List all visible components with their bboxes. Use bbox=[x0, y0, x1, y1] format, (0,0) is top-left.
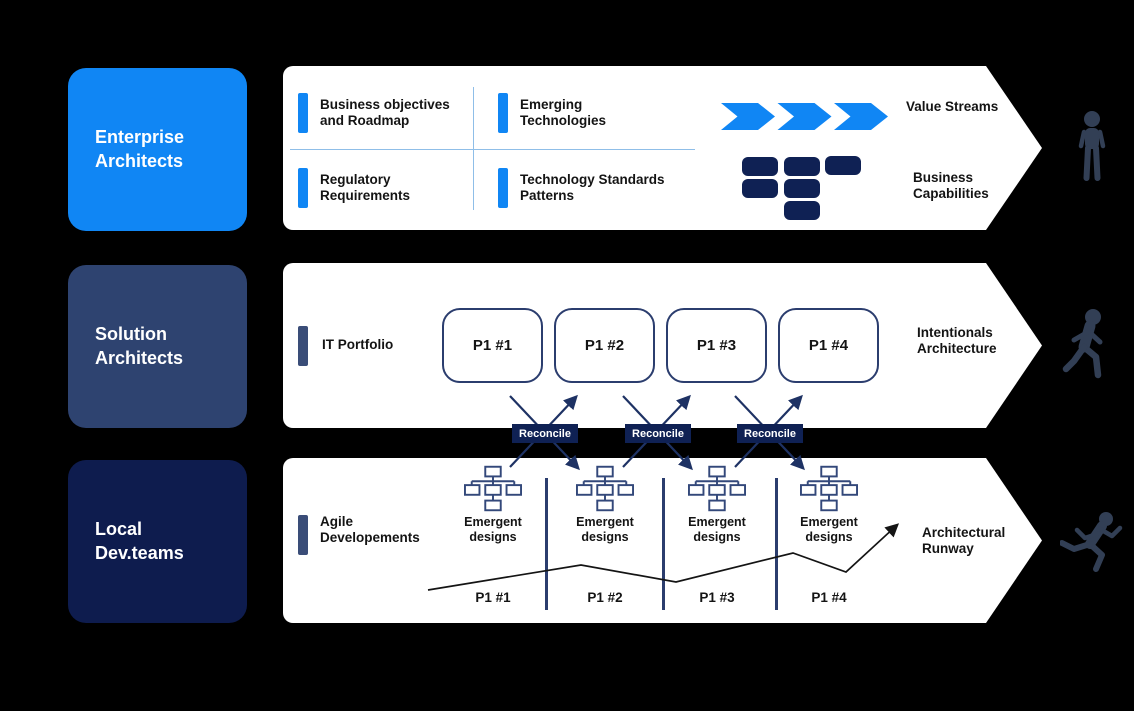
solution-architects-title: Solution Architects bbox=[95, 324, 184, 368]
bullet-bar bbox=[498, 93, 508, 133]
regulatory-requirements-label: Regulatory Requirements bbox=[320, 172, 411, 203]
p1-2-label: P1 #2 bbox=[584, 337, 625, 354]
p1-4-runway-label: P1 #4 bbox=[811, 590, 847, 605]
bullet-bar bbox=[298, 326, 308, 366]
p1-1-box: P1 #1 bbox=[442, 308, 543, 383]
running-person-icon bbox=[1060, 512, 1123, 572]
technology-standards-label: Technology Standards Patterns bbox=[520, 172, 665, 203]
p1-1-label: P1 #1 bbox=[472, 337, 513, 354]
emergent-designs-label: Emergent designs bbox=[800, 515, 858, 544]
reconcile-badge: Reconcile bbox=[625, 424, 691, 443]
p1-1-runway-label: P1 #1 bbox=[475, 590, 511, 605]
business-objectives-label: Business objectives and Roadmap bbox=[320, 97, 450, 128]
value-streams-chevrons-icon bbox=[721, 103, 889, 130]
enterprise-band: Business objectives and Roadmap Emerging… bbox=[283, 66, 1042, 230]
capability-block-icon bbox=[742, 179, 778, 198]
emergent-designs-label: Emergent designs bbox=[576, 515, 634, 544]
capability-block-icon bbox=[825, 156, 861, 175]
quadrant-vertical-divider bbox=[473, 87, 474, 210]
bullet-bar bbox=[298, 515, 308, 555]
local-dev-band: Agile Developements Emergent designs P1 … bbox=[283, 458, 1042, 623]
walking-person-icon bbox=[1062, 309, 1103, 379]
reconcile-label: Reconcile bbox=[519, 427, 571, 440]
p1-2-box: P1 #2 bbox=[554, 308, 655, 383]
enterprise-architects-title: Enterprise Architects bbox=[95, 127, 185, 171]
standing-person-icon bbox=[1078, 111, 1106, 181]
section-divider bbox=[775, 478, 778, 610]
solution-architects-box: Solution Architects bbox=[68, 265, 247, 428]
section-divider bbox=[545, 478, 548, 610]
local-dev-teams-title: Local Dev.teams bbox=[95, 519, 184, 563]
agile-developments-label: Agile Developements bbox=[320, 514, 420, 545]
emergent-designs-label: Emergent designs bbox=[464, 515, 522, 544]
capability-block-icon bbox=[784, 157, 820, 176]
p1-3-box: P1 #3 bbox=[666, 308, 767, 383]
reconcile-label: Reconcile bbox=[632, 427, 684, 440]
bullet-bar bbox=[298, 168, 308, 208]
intentionals-architecture-label: Intentionals Architecture bbox=[917, 325, 997, 356]
p1-2-runway-label: P1 #2 bbox=[587, 590, 623, 605]
capability-block-icon bbox=[784, 179, 820, 198]
capability-block-icon bbox=[784, 201, 820, 220]
bullet-bar bbox=[298, 93, 308, 133]
reconcile-badge: Reconcile bbox=[737, 424, 803, 443]
local-dev-teams-box: Local Dev.teams bbox=[68, 460, 247, 623]
reconcile-label: Reconcile bbox=[744, 427, 796, 440]
capability-block-icon bbox=[742, 157, 778, 176]
business-capabilities-label: Business Capabilities bbox=[913, 170, 989, 201]
section-divider bbox=[662, 478, 665, 610]
reconcile-badge: Reconcile bbox=[512, 424, 578, 443]
solution-band: IT Portfolio P1 #1 P1 #2 P1 #3 P1 #4 Int… bbox=[283, 263, 1042, 428]
p1-4-label: P1 #4 bbox=[808, 337, 849, 354]
emergent-designs-label: Emergent designs bbox=[688, 515, 746, 544]
p1-4-box: P1 #4 bbox=[778, 308, 879, 383]
architectural-runway-label: Architectural Runway bbox=[922, 525, 1006, 556]
org-chart-icon bbox=[576, 465, 634, 512]
org-chart-icon bbox=[688, 465, 746, 512]
enterprise-architects-box: Enterprise Architects bbox=[68, 68, 247, 231]
value-streams-label: Value Streams bbox=[906, 99, 999, 114]
emerging-technologies-label: Emerging Technologies bbox=[520, 97, 607, 128]
bullet-bar bbox=[498, 168, 508, 208]
p1-3-label: P1 #3 bbox=[696, 337, 737, 354]
quadrant-horizontal-divider bbox=[290, 149, 695, 150]
p1-3-runway-label: P1 #3 bbox=[699, 590, 735, 605]
it-portfolio-label: IT Portfolio bbox=[322, 337, 394, 352]
org-chart-icon bbox=[464, 465, 522, 512]
org-chart-icon bbox=[800, 465, 858, 512]
